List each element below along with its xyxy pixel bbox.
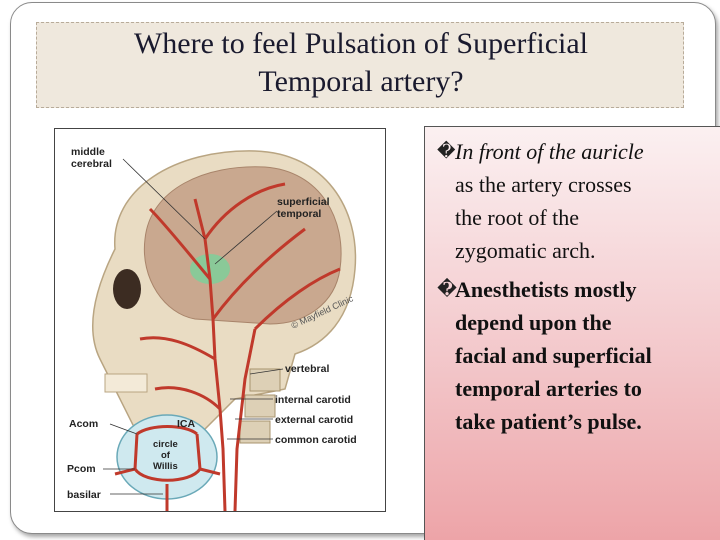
- label-common-carotid: common carotid: [275, 434, 357, 446]
- label-superficial-temporal-2: temporal: [277, 208, 321, 220]
- arteries: [139, 182, 341, 511]
- bullet-2: � Anesthetists mostly depend upon the fa…: [437, 273, 717, 438]
- teeth: [104, 373, 148, 393]
- bullet-2-line2: depend upon the: [455, 310, 612, 335]
- label-ica: ICA: [177, 418, 196, 430]
- label-acom: Acom: [69, 418, 98, 430]
- bullet-2-line1: Anesthetists mostly: [455, 277, 637, 302]
- bullet-1: � In front of the auricle as the artery …: [437, 135, 717, 267]
- willis-arteries: [114, 425, 221, 511]
- vertebra-2: [244, 394, 276, 418]
- label-external-carotid: external carotid: [275, 414, 353, 426]
- title-box: Where to feel Pulsation of Superficial T…: [36, 22, 684, 108]
- label-circle-3: Willis: [153, 461, 178, 472]
- label-superficial-temporal-1: superficial: [277, 196, 330, 208]
- label-middle-cerebral-1: middle: [71, 146, 105, 158]
- anatomy-svg: middle cerebral superficial temporal © M…: [67, 146, 357, 511]
- title-line-1: Where to feel Pulsation of Superficial: [133, 27, 588, 60]
- brain-shape: [143, 166, 342, 325]
- slide-title: Where to feel Pulsation of Superficial T…: [37, 25, 685, 101]
- label-pcom: Pcom: [67, 463, 96, 475]
- label-circle-2: of: [161, 450, 171, 461]
- title-line-2: Temporal artery?: [258, 65, 464, 98]
- bullet-2-line4: temporal arteries to: [455, 376, 642, 401]
- label-internal-carotid: internal carotid: [275, 394, 351, 406]
- vertebra-3: [239, 420, 271, 444]
- label-middle-cerebral-2: cerebral: [71, 158, 112, 170]
- eye-socket: [113, 269, 141, 309]
- bullet-2-marker: �: [437, 279, 458, 299]
- bullet-1-line3: the root of the: [455, 205, 580, 230]
- label-circle-1: circle: [153, 439, 178, 450]
- bullet-1-marker: �: [437, 141, 456, 161]
- bullet-2-body: Anesthetists mostly depend upon the faci…: [437, 273, 717, 438]
- vertebra-1: [249, 368, 281, 392]
- bullet-1-line4: zygomatic arch.: [455, 238, 596, 263]
- text-panel: � In front of the auricle as the artery …: [424, 126, 720, 540]
- bullet-1-lead: In front of the auricle: [455, 139, 644, 164]
- bullet-1-body: In front of the auricle as the artery cr…: [437, 135, 717, 267]
- label-vertebral: vertebral: [285, 363, 329, 375]
- label-basilar: basilar: [67, 489, 101, 501]
- leader-lines: [103, 158, 284, 495]
- anatomy-illustration: middle cerebral superficial temporal © M…: [54, 128, 386, 512]
- bullet-2-line5: take patient’s pulse.: [455, 409, 642, 434]
- bullet-2-line3: facial and superficial: [455, 343, 652, 368]
- bullet-1-line2: as the artery crosses: [455, 172, 632, 197]
